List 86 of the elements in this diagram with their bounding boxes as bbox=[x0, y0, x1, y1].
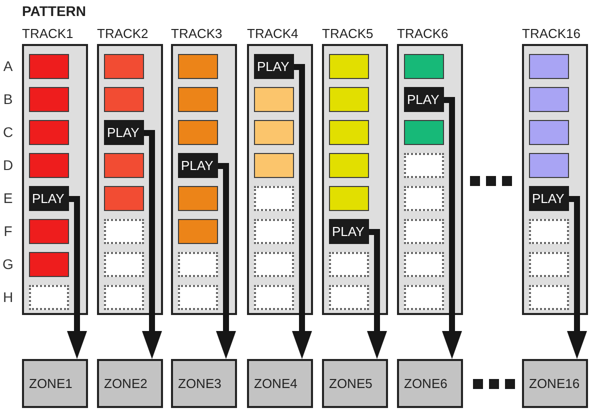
empty-slot bbox=[104, 252, 144, 277]
empty-slot bbox=[254, 285, 294, 310]
arrow bbox=[142, 130, 162, 359]
clip-slot bbox=[29, 87, 69, 112]
clip-slot bbox=[178, 120, 218, 145]
track-label: TRACK4 bbox=[247, 26, 298, 41]
empty-slot bbox=[329, 285, 369, 310]
clip-slot bbox=[329, 120, 369, 145]
row-label: H bbox=[2, 289, 14, 305]
track-label: TRACK3 bbox=[171, 26, 222, 41]
clip-slot bbox=[329, 153, 369, 178]
row-label: B bbox=[2, 91, 14, 107]
empty-slot bbox=[529, 285, 569, 310]
zone-block: ZONE1 bbox=[22, 359, 88, 408]
empty-slot bbox=[404, 153, 444, 178]
empty-slot bbox=[404, 285, 444, 310]
play-marker: PLAY bbox=[404, 87, 444, 112]
empty-slot bbox=[178, 285, 218, 310]
clip-slot bbox=[178, 87, 218, 112]
empty-slot bbox=[529, 252, 569, 277]
empty-slot bbox=[104, 219, 144, 244]
clip-slot bbox=[529, 153, 569, 178]
arrow bbox=[216, 163, 236, 359]
play-marker: PLAY bbox=[254, 54, 294, 79]
zone-block: ZONE3 bbox=[171, 359, 237, 408]
empty-slot bbox=[404, 219, 444, 244]
clip-slot bbox=[254, 153, 294, 178]
track-label: TRACK2 bbox=[97, 26, 148, 41]
zone-block: ZONE6 bbox=[397, 359, 463, 408]
clip-slot bbox=[529, 120, 569, 145]
row-label: E bbox=[2, 190, 14, 206]
clip-slot bbox=[29, 54, 69, 79]
row-label: A bbox=[2, 58, 14, 74]
zone-block: ZONE2 bbox=[97, 359, 163, 408]
empty-slot bbox=[529, 219, 569, 244]
play-marker: PLAY bbox=[29, 186, 69, 211]
play-marker: PLAY bbox=[329, 219, 369, 244]
empty-slot bbox=[254, 219, 294, 244]
arrow bbox=[567, 196, 587, 359]
track-label: TRACK16 bbox=[522, 26, 581, 41]
arrow bbox=[442, 97, 462, 359]
clip-slot bbox=[254, 87, 294, 112]
empty-slot bbox=[329, 252, 369, 277]
empty-slot bbox=[29, 285, 69, 310]
empty-slot bbox=[254, 252, 294, 277]
row-label: C bbox=[2, 124, 14, 140]
empty-slot bbox=[254, 186, 294, 211]
play-marker: PLAY bbox=[529, 186, 569, 211]
track-label: TRACK1 bbox=[22, 26, 74, 41]
play-marker: PLAY bbox=[178, 153, 218, 178]
track-label: TRACK6 bbox=[397, 26, 448, 41]
zone-block: ZONE4 bbox=[247, 359, 313, 408]
clip-slot bbox=[404, 54, 444, 79]
zone-block: ZONE16 bbox=[522, 359, 588, 408]
play-marker: PLAY bbox=[104, 120, 144, 145]
clip-slot bbox=[178, 54, 218, 79]
clip-slot bbox=[29, 219, 69, 244]
clip-slot bbox=[178, 219, 218, 244]
clip-slot bbox=[329, 186, 369, 211]
clip-slot bbox=[29, 120, 69, 145]
clip-slot bbox=[329, 54, 369, 79]
clip-slot bbox=[29, 252, 69, 277]
row-label: F bbox=[2, 223, 14, 239]
clip-slot bbox=[104, 87, 144, 112]
arrow bbox=[67, 196, 87, 359]
clip-slot bbox=[104, 54, 144, 79]
empty-slot bbox=[404, 186, 444, 211]
empty-slot bbox=[178, 252, 218, 277]
arrow bbox=[292, 64, 312, 359]
zone-block: ZONE5 bbox=[322, 359, 388, 408]
row-label: D bbox=[2, 157, 14, 173]
clip-slot bbox=[329, 87, 369, 112]
row-label: G bbox=[2, 256, 14, 272]
title: PATTERN bbox=[22, 3, 86, 19]
clip-slot bbox=[104, 153, 144, 178]
clip-slot bbox=[104, 186, 144, 211]
clip-slot bbox=[29, 153, 69, 178]
clip-slot bbox=[178, 186, 218, 211]
clip-slot bbox=[254, 120, 294, 145]
clip-slot bbox=[529, 54, 569, 79]
arrow bbox=[367, 229, 387, 359]
empty-slot bbox=[404, 252, 444, 277]
clip-slot bbox=[529, 87, 569, 112]
clip-slot bbox=[404, 120, 444, 145]
empty-slot bbox=[104, 285, 144, 310]
track-label: TRACK5 bbox=[322, 26, 374, 41]
